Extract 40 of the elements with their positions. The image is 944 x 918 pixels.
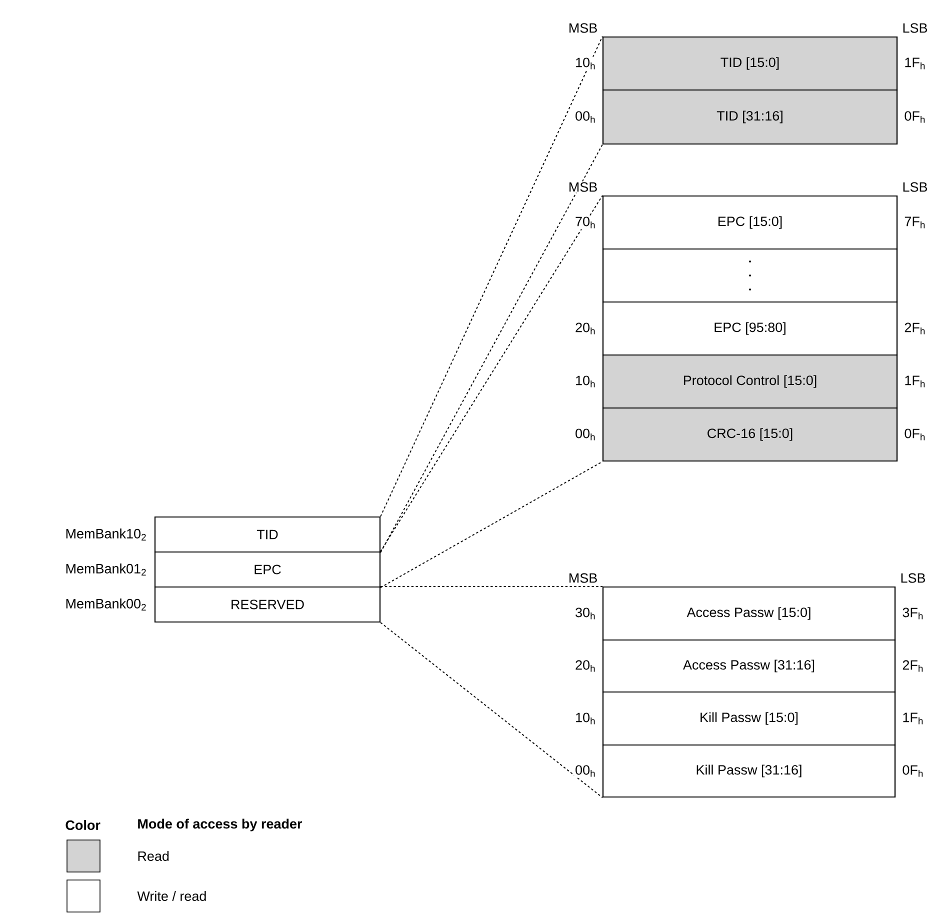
memory-bank-row: EPC	[154, 551, 381, 588]
address-label: 0F$_{h}$	[903, 110, 927, 124]
address-label: 30$_{h}$	[574, 606, 597, 620]
address-label: 00$_{h}$	[574, 428, 597, 442]
address-label: 20$_{h}$	[574, 322, 597, 336]
address-label: 20$_{h}$	[574, 659, 597, 673]
bank-label: MemBank01$_{2}$	[64, 562, 148, 576]
memory-bank-row: RESERVED	[154, 586, 381, 623]
address-label: 0F$_{h}$	[901, 764, 925, 778]
legend-text: Write / read	[137, 891, 206, 901]
address-label: 7F$_{h}$	[903, 216, 927, 230]
legend-heading: Color	[66, 820, 100, 830]
projection-line	[380, 622, 603, 798]
projection-line	[380, 461, 603, 588]
address-label: 10$_{h}$	[574, 712, 597, 726]
address-label: 2F$_{h}$	[903, 322, 927, 336]
projection-line	[380, 586, 603, 587]
address-label: 00$_{h}$	[574, 764, 597, 778]
address-label: 00$_{h}$	[574, 110, 597, 124]
address-label: 10$_{h}$	[574, 56, 597, 70]
bit-order-label: LSB	[899, 572, 927, 584]
bit-order-label: MSB	[567, 572, 599, 584]
bank-label: MemBank00$_{2}$	[64, 598, 148, 612]
bit-order-label: LSB	[901, 181, 929, 193]
address-label: 70$_{h}$	[574, 216, 597, 230]
address-label: 1F$_{h}$	[903, 374, 927, 388]
legend-text: Read	[138, 851, 169, 861]
legend-heading: Mode of access by reader	[138, 818, 302, 832]
bit-order-label: MSB	[567, 22, 599, 34]
bit-order-label: MSB	[567, 181, 599, 193]
projection-line	[380, 36, 603, 517]
address-label: 1F$_{h}$	[901, 712, 925, 726]
address-label: 3F$_{h}$	[901, 606, 925, 620]
address-label: 0F$_{h}$	[903, 428, 927, 442]
address-label: 1F$_{h}$	[903, 56, 927, 70]
bank-label: MemBank10$_{2}$	[64, 528, 148, 542]
bit-order-label: LSB	[901, 22, 929, 34]
address-label: 2F$_{h}$	[901, 659, 925, 673]
address-label: 10$_{h}$	[574, 374, 597, 388]
memory-bank-row: TID	[154, 516, 381, 553]
